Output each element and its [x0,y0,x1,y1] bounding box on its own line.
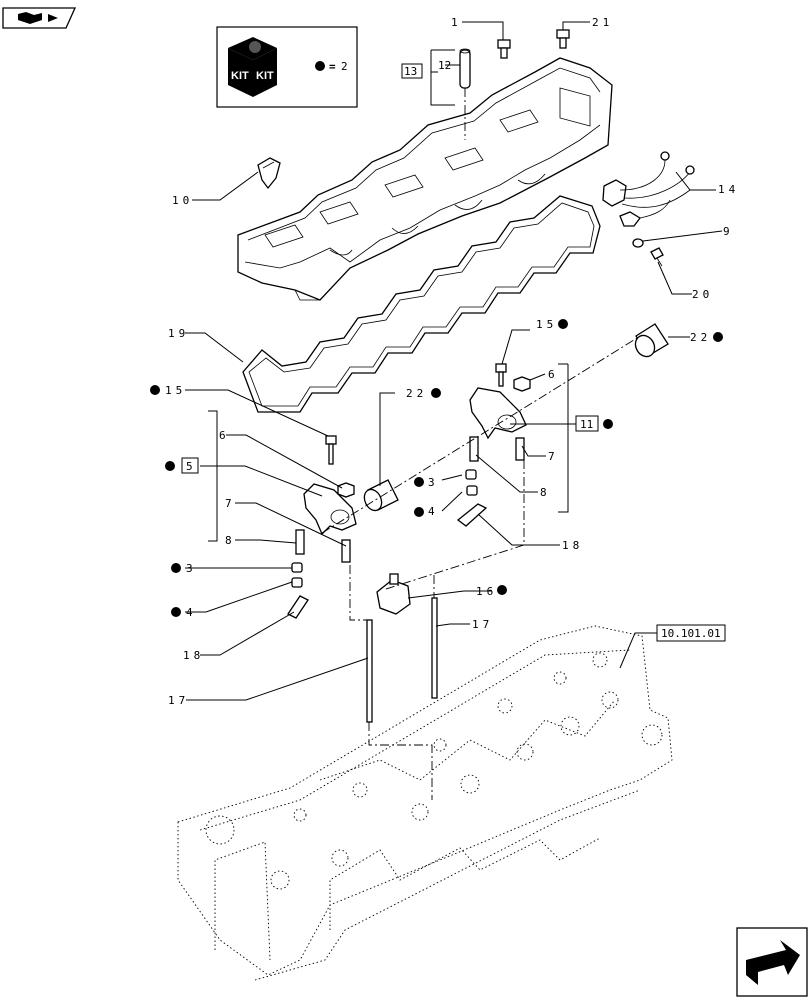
nav-back-tab[interactable] [2,7,77,29]
kit-label-right: KIT [256,70,274,82]
callout-22-left: 22 [406,387,427,400]
callout-15-right: 15 [536,318,557,331]
harness-part-14 [602,151,695,227]
callout-19: 19 [168,327,189,340]
callout-4-left: 4 [186,606,193,619]
callout-6-right: 6 [548,368,555,381]
screw-part-20 [650,247,664,267]
kit-label-left: KIT [231,70,249,82]
callout-3-left: 3 [186,562,193,575]
callout-9: 9 [723,225,730,238]
callout-17-right: 17 [472,618,493,631]
kit-legend: KIT KIT = 2 [216,26,358,108]
pushrod-part-17-left [366,619,373,723]
callout-1: 1 [451,16,458,29]
washer-part-9 [632,238,644,248]
callout-8-right: 8 [540,486,547,499]
kit-bullet-icon [315,61,325,71]
callout-3-right: 3 [428,476,435,489]
rocker-arm-left [303,483,357,536]
callout-4-right: 4 [428,505,435,518]
pin-part-8-left [295,529,305,555]
cylinder-head [177,625,673,981]
callout-8-left: 8 [225,534,232,547]
callout-10: 10 [172,194,193,207]
callout-21: 21 [592,16,613,29]
bolt-part-15-right [495,363,507,387]
bridge-part-18-left [287,595,309,619]
sleeve-part-12 [459,48,471,89]
bolt-part-15-left [325,435,337,465]
callout-13: 13 [404,65,417,78]
kit-equals: = [329,60,336,73]
callout-5: 5 [186,460,193,473]
cap-part-3-left [291,562,303,573]
callout-18-left: 18 [183,649,204,662]
book-arrow-icon [18,12,42,24]
kit-box-icon: KIT KIT [228,37,277,97]
callout-11: 11 [580,418,593,431]
callout-15-left: 15 [165,384,186,397]
leader-lines [185,21,723,701]
callout-7-right: 7 [548,450,555,463]
pin-part-8-right [469,436,479,462]
adjust-screw-part-7-right [515,437,525,461]
pushrod-part-17-right [431,597,438,699]
callout-17-left: 17 [168,694,189,707]
valve-cover [237,57,613,301]
callout-14: 14 [718,183,739,196]
cap-part-4-right [466,485,478,496]
nav-next-button[interactable] [736,927,808,997]
bridge-part-18-right [456,503,488,527]
nut-part-6-left [337,482,355,498]
cover-gasket [242,195,601,413]
adjust-screw-part-7-left [341,539,351,563]
callout-labels: 1 21 13 12 10 14 9 20 19 15 22 6 11 7 15… [165,16,739,707]
callout-18-right: 18 [562,539,583,552]
cap-part-3-right [465,469,477,480]
clamp-part-16 [376,573,411,615]
nut-part-6-right [513,376,531,392]
cap-part-4-left [291,577,303,588]
clip-part-10 [257,157,281,190]
callout-20: 20 [692,288,713,301]
bolt-part-1 [497,39,511,59]
kit-quantity: 2 [341,60,348,73]
kit-markers [150,319,723,617]
callout-22-right: 22 [690,331,711,344]
rocker-arm-right [469,387,527,440]
callout-7-left: 7 [225,497,232,510]
bolt-part-21 [556,29,570,49]
bushing-part-22-upper [634,323,669,358]
arrow-forward-icon [746,940,800,985]
callout-16: 16 [476,585,497,598]
callout-12: 12 [438,59,451,72]
callout-6-left: 6 [219,429,226,442]
reference-10-101-01[interactable]: 10.101.01 [661,627,721,640]
